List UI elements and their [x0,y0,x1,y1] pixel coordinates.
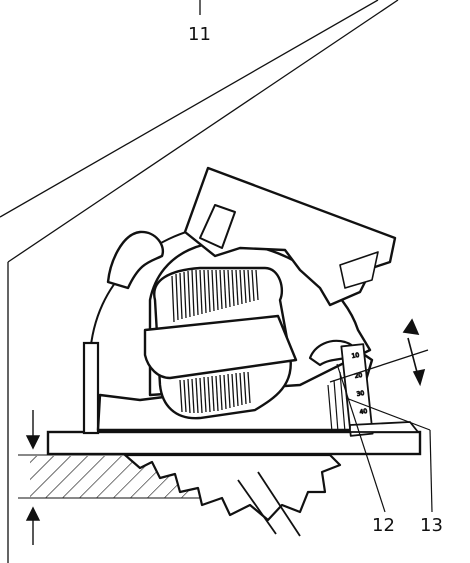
blade-teeth-lower [123,453,342,522]
arrow-up-icon [402,318,420,335]
depth-scale-lines [327,371,346,433]
leader-13-drop [429,429,433,513]
leader-12 [336,363,386,513]
motor-ribs-upper [171,269,259,323]
motor [143,266,298,420]
arrow-up-icon [25,506,41,521]
scale-mark-40: 40 [359,408,368,416]
arrow-down-icon [412,368,426,387]
handle-grip-opening [199,204,236,249]
scale-mark-20: 20 [354,372,363,380]
guard-post [82,341,100,435]
depth-foot [349,421,419,433]
front-knob [106,230,165,290]
cutting-depth-arrows [25,410,41,545]
depth-adjustment: 10 20 30 40 50 [308,339,419,437]
blade-tooth-edge-2 [257,471,301,537]
frame-lines [0,0,399,563]
motor-ribs-lower [179,371,251,414]
arrow-down-icon [25,435,41,450]
callout-12: 12 [372,515,395,536]
diagonal-line-outer [0,0,379,218]
callout-leaders [336,363,433,513]
motor-center-band [143,314,298,380]
leader-13 [345,397,431,431]
callout-13: 13 [420,515,443,536]
base-plate [46,430,422,456]
diagonal-line-inner [7,0,399,263]
blade-tooth-edge-1 [237,479,277,535]
scale-mark-30: 30 [356,390,365,398]
adjustment-direction-arrow [329,318,429,387]
handle-trigger-area [339,251,379,289]
scale-mark-10: 10 [351,352,360,360]
saw-handle [183,166,397,307]
callout-11: 11 [188,24,211,45]
